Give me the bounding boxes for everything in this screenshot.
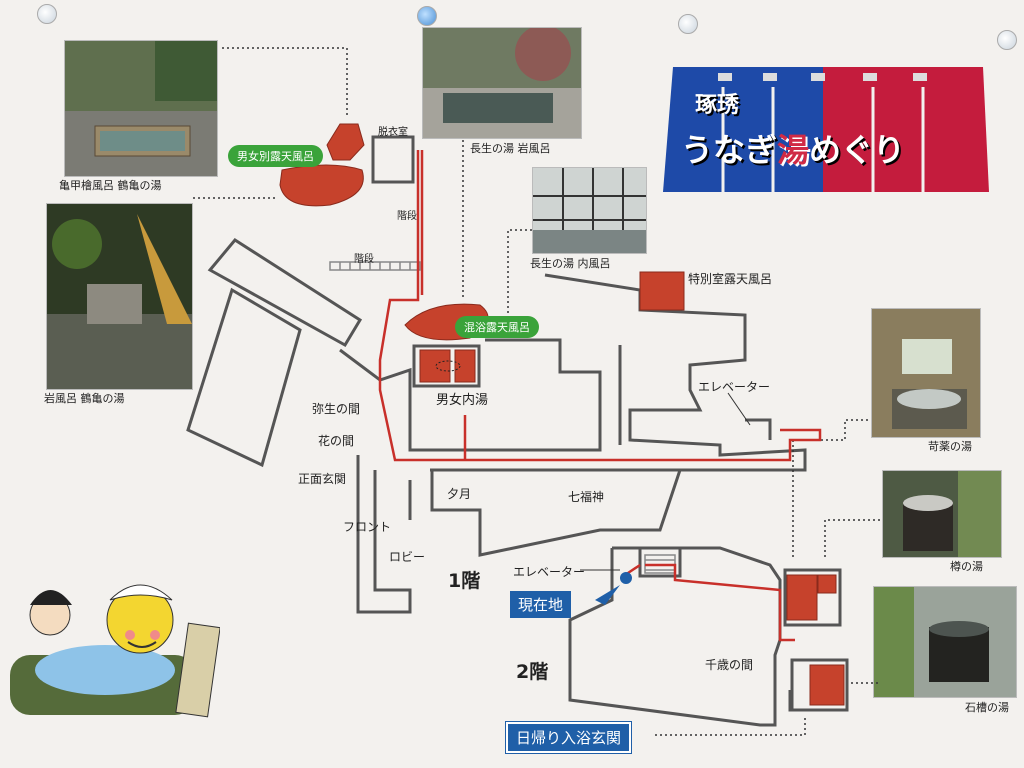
- label-lobby: ロビー: [389, 550, 426, 564]
- label-shomen-genkan: 正面玄関: [298, 472, 347, 486]
- banner-text-yu: 湯: [777, 131, 810, 169]
- label-hana-room: 花の間: [318, 434, 355, 448]
- caption-iwaburo: 岩風呂 鶴亀の湯: [44, 392, 125, 405]
- banner-text-unagi: うなぎ: [681, 131, 778, 169]
- pushpin-icon: [997, 30, 1017, 50]
- photo-iwaburo: [46, 203, 193, 390]
- pushpin-icon: [678, 14, 698, 34]
- label-danjo-betsu-rotenburo: 男女別露天風呂: [228, 145, 323, 167]
- label-shichifukujin: 七福神: [568, 490, 605, 504]
- pushpin-icon: [37, 4, 57, 24]
- photo-yakuyu: [871, 308, 981, 438]
- banner-title-kanji: 琢琇: [695, 93, 740, 118]
- label-danjo-uchiyu: 男女内湯: [436, 393, 489, 408]
- label-floor-2: 2階: [516, 661, 549, 683]
- caption-chousei-iwaburo: 長生の湯 岩風呂: [470, 142, 551, 155]
- onsen-mascot-illustration: [10, 584, 220, 718]
- caption-taru: 樽の湯: [950, 560, 983, 573]
- banner-text-meguri: めぐり: [809, 131, 906, 169]
- label-tokubetsu-rotenburo: 特別室露天風呂: [688, 272, 773, 286]
- label-konyoku-rotenburo: 混浴露天風呂: [455, 316, 539, 338]
- label-current-location: 現在地: [510, 591, 572, 618]
- caption-chousei-uchiburo: 長生の湯 内風呂: [530, 257, 611, 270]
- label-elevator-1f: エレベーター: [698, 380, 771, 394]
- photo-chousei-uchiburo: [532, 167, 647, 254]
- caption-sekisou: 石槽の湯: [965, 701, 1009, 714]
- label-kaidan-lower: 階段: [354, 254, 374, 265]
- photo-taru: [882, 470, 1002, 558]
- label-front: フロント: [343, 520, 392, 534]
- label-chitose-room: 千歳の間: [705, 658, 754, 672]
- title-banner: 琢琇 うなぎ湯めぐり: [663, 67, 989, 192]
- label-higaeri-entrance: 日帰り入浴玄関: [504, 721, 633, 754]
- caption-yakuyu: 苛薬の湯: [928, 440, 972, 453]
- label-elevator-2f: エレベーター: [513, 565, 586, 579]
- banner-title-main: うなぎ湯めぐり: [681, 125, 905, 171]
- label-yayoi-room: 弥生の間: [312, 402, 361, 416]
- photo-sekisou: [873, 586, 1017, 698]
- label-kaidan-upper: 階段: [397, 211, 417, 222]
- photo-chousei-iwaburo: [422, 27, 582, 139]
- photo-kamekou-bath: [64, 40, 218, 177]
- pushpin-icon: [417, 6, 437, 26]
- caption-kamekou: 亀甲檜風呂 鶴亀の湯: [59, 179, 162, 192]
- label-floor-1: 1階: [448, 570, 481, 592]
- label-datsuishitsu: 脱衣室: [378, 127, 408, 138]
- label-yuzuki: 夕月: [447, 487, 472, 501]
